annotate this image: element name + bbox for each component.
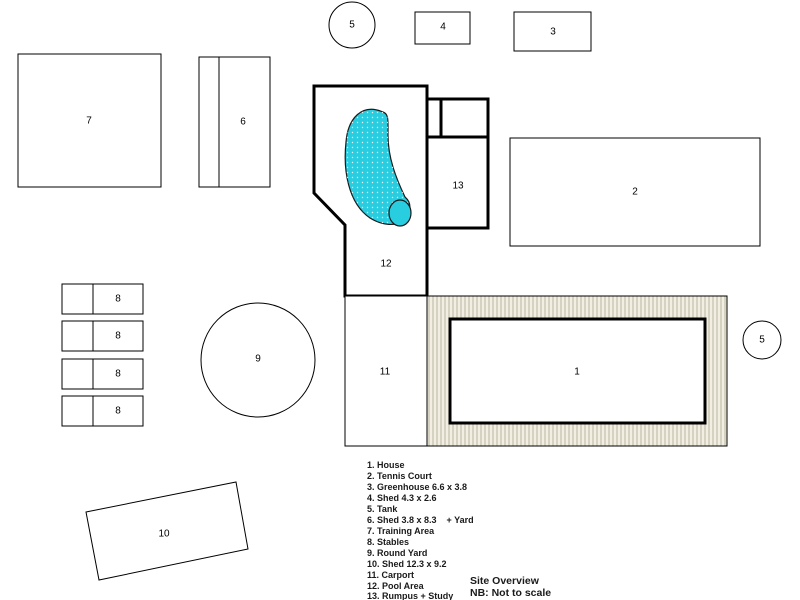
round-yard (200, 302, 316, 418)
legend-item-shed-large: 10. Shed 12.3 x 9.2 (367, 559, 447, 569)
tank-top (328, 1, 376, 49)
shed-large (85, 481, 249, 581)
carport (344, 295, 428, 447)
stable-2 (61, 320, 144, 352)
shed-large-label: 10 (158, 529, 170, 540)
house (448, 317, 707, 425)
tank-right (742, 320, 782, 360)
legend-item-training-area: 7. Training Area (367, 526, 435, 536)
carport-label: 11 (380, 367, 391, 378)
stable-3 (61, 358, 144, 390)
legend-item-pool-area: 12. Pool Area (367, 581, 425, 591)
stable-1 (61, 283, 144, 315)
spa (388, 199, 412, 227)
legend-item-greenhouse: 3. Greenhouse 6.6 x 3.8 (367, 482, 467, 492)
training-area-label: 7 (86, 116, 92, 127)
shed-yard-label: 6 (240, 117, 246, 128)
not-to-scale-note: NB: Not to scale (470, 587, 551, 599)
swimming-pool-texture (345, 109, 410, 225)
greenhouse (513, 11, 592, 52)
legend-item-carport: 11. Carport (367, 570, 414, 580)
shed-small (414, 11, 471, 45)
legend-item-rumpus-study: 13. Rumpus + Study (367, 591, 453, 600)
legend-item-stables: 8. Stables (367, 537, 409, 547)
tennis-court-label: 2 (632, 187, 638, 198)
legend-item-shed-small: 4. Shed 4.3 x 2.6 (367, 493, 437, 503)
stable-3-label: 8 (115, 369, 121, 380)
pool-area-label: 12 (380, 259, 392, 270)
legend-item-tank: 5. Tank (367, 504, 398, 514)
diagram-title: Site Overview (470, 575, 540, 587)
shed-small-label: 4 (440, 22, 446, 33)
legend: 1. House 2. Tennis Court 3. Greenhouse 6… (367, 460, 474, 600)
round-yard-label: 9 (255, 354, 261, 365)
legend-item-house: 1. House (367, 460, 405, 470)
stable-4 (61, 395, 144, 427)
stable-1-label: 8 (115, 294, 121, 305)
tennis-court (509, 137, 761, 247)
shed-yard (198, 56, 271, 188)
rumpus-study-label: 13 (452, 181, 464, 192)
tank-right-label: 5 (759, 335, 765, 346)
legend-item-shed-yard: 6. Shed 3.8 x 8.3 + Yard (367, 515, 474, 525)
house-label: 1 (574, 367, 580, 378)
legend-item-round-yard: 9. Round Yard (367, 548, 427, 558)
greenhouse-label: 3 (550, 27, 556, 38)
training-area (17, 53, 162, 188)
stable-2-label: 8 (115, 331, 121, 342)
legend-item-tennis-court: 2. Tennis Court (367, 471, 432, 481)
stable-4-label: 8 (115, 406, 121, 417)
rumpus-study (425, 97, 490, 230)
tank-top-label: 5 (349, 20, 355, 31)
